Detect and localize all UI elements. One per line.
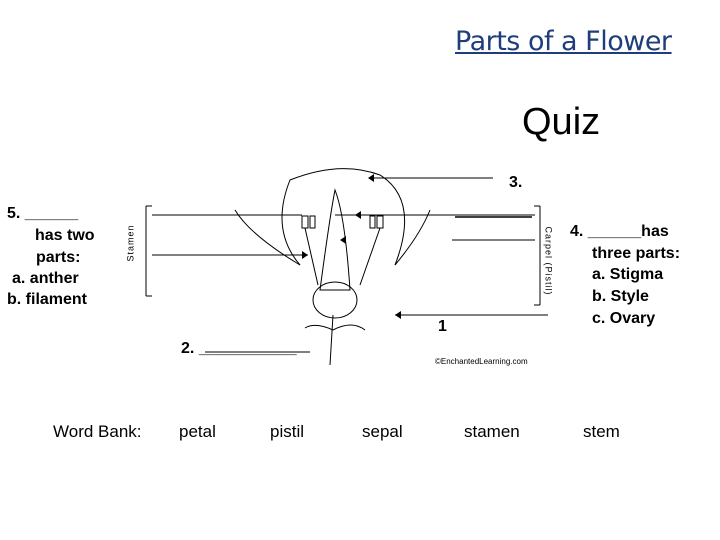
sepal-right (332, 324, 366, 331)
q4-line-2: three parts: (592, 245, 681, 262)
anther-left-2 (309, 215, 316, 229)
petal-outline (281, 168, 406, 266)
pistil-shape (319, 188, 351, 291)
stamen-side-label: Stamen (125, 224, 136, 262)
word-bank-petal: petal (179, 422, 216, 441)
q5-line-1: 5. ______ (7, 205, 79, 222)
label-3: 3. (509, 174, 523, 191)
word-bank-stem: stem (583, 422, 620, 441)
anther-right-2 (369, 215, 376, 229)
anther-left (301, 215, 309, 229)
stamen-filament-right (359, 227, 381, 286)
sepal-left (304, 324, 334, 331)
q4-line-1: 4. ______has (570, 223, 669, 240)
q5-line-3: parts: (36, 249, 81, 266)
q4-line-3: a. Stigma (592, 266, 664, 283)
petal-right (394, 209, 431, 266)
stem-line (329, 314, 334, 366)
carpel-side-label: Carpel (Pistil) (543, 226, 554, 296)
q4-line-5: c. Ovary (592, 310, 656, 327)
label-1: 1 (438, 318, 447, 335)
q4-line-4: b. Style (592, 288, 649, 305)
ovary-shape (312, 281, 358, 319)
q5-line-5: b. filament (7, 291, 88, 308)
word-bank-heading: Word Bank: (53, 422, 142, 441)
quiz-heading: Quiz (522, 101, 601, 143)
word-bank-sepal: sepal (362, 422, 403, 441)
petal-left (234, 209, 301, 266)
word-bank-pistil: pistil (270, 422, 305, 441)
q5-line-2: has two (35, 227, 95, 244)
credit-text: ©EnchantedLearning.com (435, 357, 528, 366)
q5-line-4: a. anther (12, 270, 79, 287)
label-2: 2. ___________ (181, 340, 297, 357)
arrow-petal (368, 174, 374, 182)
anther-right (376, 215, 384, 229)
stamen-filament-left (304, 227, 319, 286)
word-bank-stamen: stamen (464, 422, 520, 441)
page-title: Parts of a Flower (455, 26, 672, 57)
